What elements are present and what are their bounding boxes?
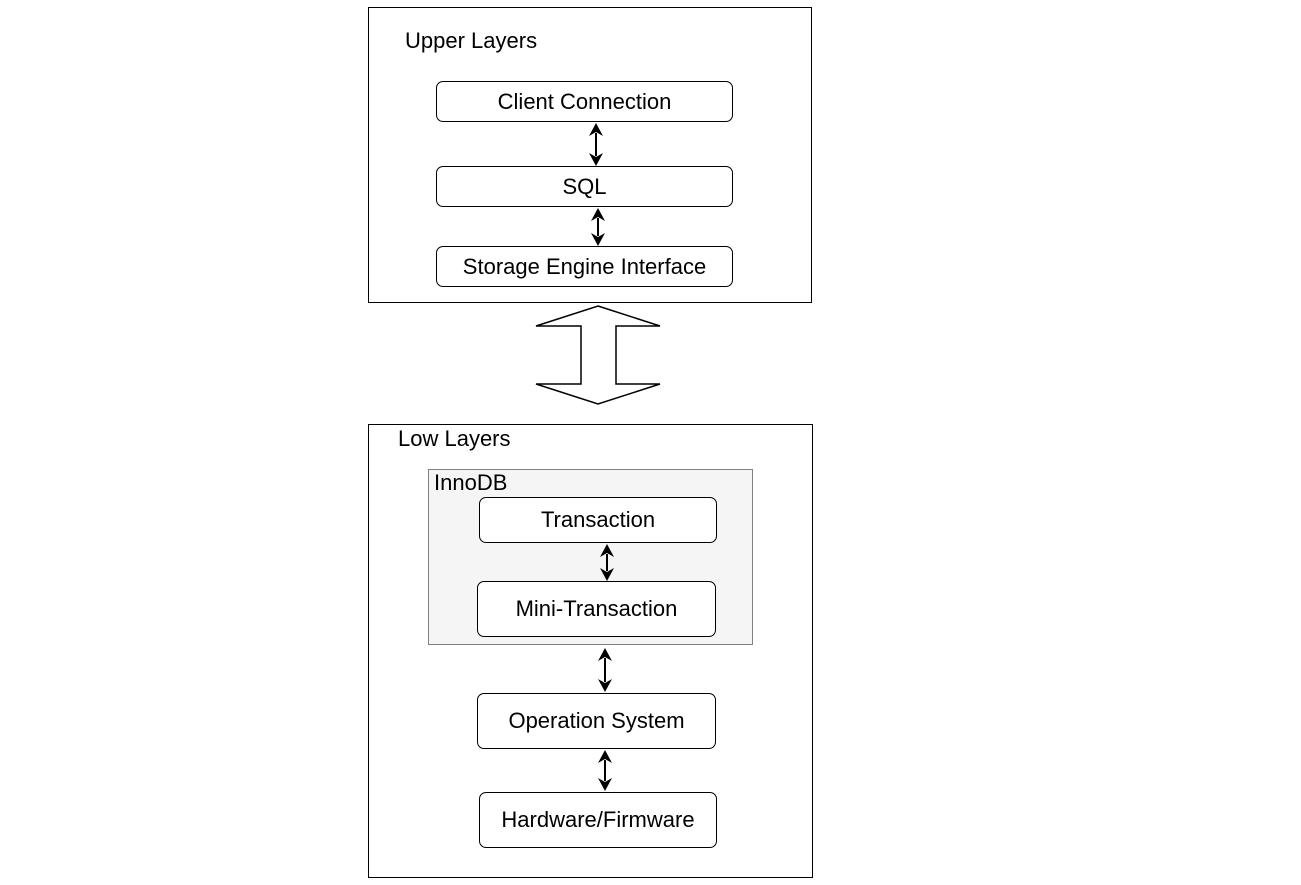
sql-node: SQL — [436, 166, 733, 207]
storage-engine-interface-node: Storage Engine Interface — [436, 246, 733, 287]
block-double-arrow — [535, 305, 661, 405]
innodb-title: InnoDB — [434, 470, 508, 495]
transaction-node: Transaction — [479, 497, 717, 543]
operation-system-node: Operation System — [477, 693, 716, 749]
mini-transaction-node: Mini-Transaction — [477, 581, 716, 637]
low-layers-title: Low Layers — [398, 426, 511, 451]
upper-layers-title: Upper Layers — [405, 28, 538, 53]
hardware-firmware-node: Hardware/Firmware — [479, 792, 717, 848]
client-connection-node: Client Connection — [436, 81, 733, 122]
